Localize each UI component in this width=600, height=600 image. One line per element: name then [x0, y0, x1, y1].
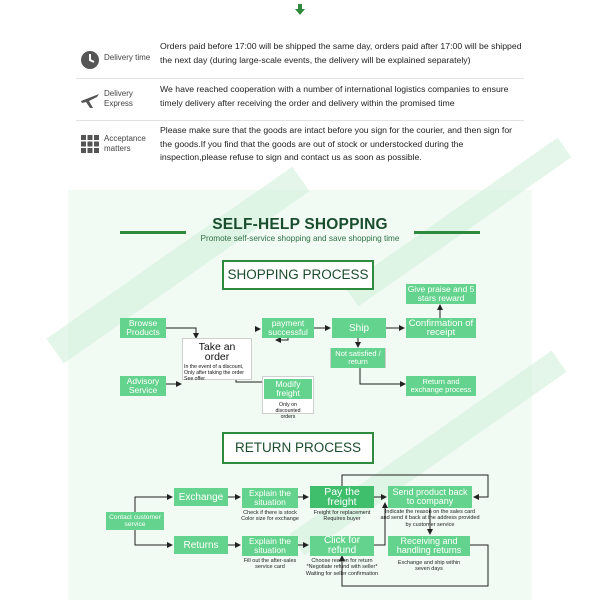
grid-icon	[81, 135, 99, 153]
page-subtitle: Promote self-service shopping and save s…	[200, 234, 400, 243]
return-process-title: RETURN PROCESS	[222, 432, 374, 464]
airplane-icon	[81, 94, 99, 108]
confirmation-receipt-node: Confirmation of receipt	[406, 318, 476, 338]
info-label: Delivery time	[104, 53, 151, 62]
title-line-right	[414, 231, 480, 234]
title-line-left	[120, 231, 186, 234]
not-satisfied-node: Not satisfied / return	[330, 348, 386, 368]
returns-node: Returns	[174, 536, 228, 554]
take-order-node: Take an order In the event of a discount…	[182, 338, 252, 382]
clock-icon	[81, 51, 99, 69]
explain-exchange-note: Check if there is stock Color size for e…	[241, 510, 299, 523]
info-row-delivery-time: Delivery time Orders paid before 17:00 w…	[76, 38, 524, 79]
receiving-returns-node: Receiving and handling returns	[388, 536, 470, 556]
send-back-note: Indicate the reason on the sales card an…	[380, 509, 480, 528]
pay-freight-node: Pay the freight	[310, 486, 374, 508]
contact-customer-service-node: Contact customer service	[106, 512, 164, 530]
click-refund-node: Click for refund	[310, 536, 374, 556]
info-text: We have reached cooperation with a numbe…	[160, 84, 509, 108]
return-exchange-node: Return and exchange process	[406, 376, 476, 396]
browse-products-node: Browse Products	[120, 318, 166, 338]
send-back-node: Send product back to company	[388, 486, 472, 508]
down-arrow-icon	[295, 4, 305, 15]
give-praise-node: Give praise and 5 stars reward	[406, 284, 476, 304]
info-label: Acceptance matters	[104, 134, 146, 153]
exchange-node: Exchange	[174, 488, 228, 506]
pay-freight-note: Freight for replacement Requires buyer	[313, 510, 371, 523]
explain-situation-returns-node: Explain the situation	[242, 536, 298, 556]
info-text: Orders paid before 17:00 will be shipped…	[160, 41, 522, 65]
info-row-acceptance: Acceptance matters Please make sure that…	[76, 122, 524, 166]
advisory-service-node: Advisory Service	[120, 376, 166, 396]
page-title: SELF-HELP SHOPPING	[212, 216, 388, 233]
info-text: Please make sure that the goods are inta…	[160, 125, 513, 163]
info-label: Delivery Express	[104, 89, 133, 108]
receiving-note: Exchange and ship within seven days	[397, 560, 461, 573]
ship-node: Ship	[332, 318, 386, 338]
info-row-delivery-express: Delivery Express We have reached coopera…	[76, 82, 524, 121]
modify-freight-node: Modify freight Only on discounted orders	[262, 376, 314, 420]
explain-situation-exchange-node: Explain the situation	[242, 488, 298, 508]
click-refund-note: Choose reason for return *Negotiate refu…	[305, 558, 379, 577]
payment-successful-node: payment successful	[262, 318, 314, 338]
explain-returns-note: Fill out the after-sales service card	[243, 558, 297, 571]
shopping-process-title: SHOPPING PROCESS	[222, 260, 374, 290]
